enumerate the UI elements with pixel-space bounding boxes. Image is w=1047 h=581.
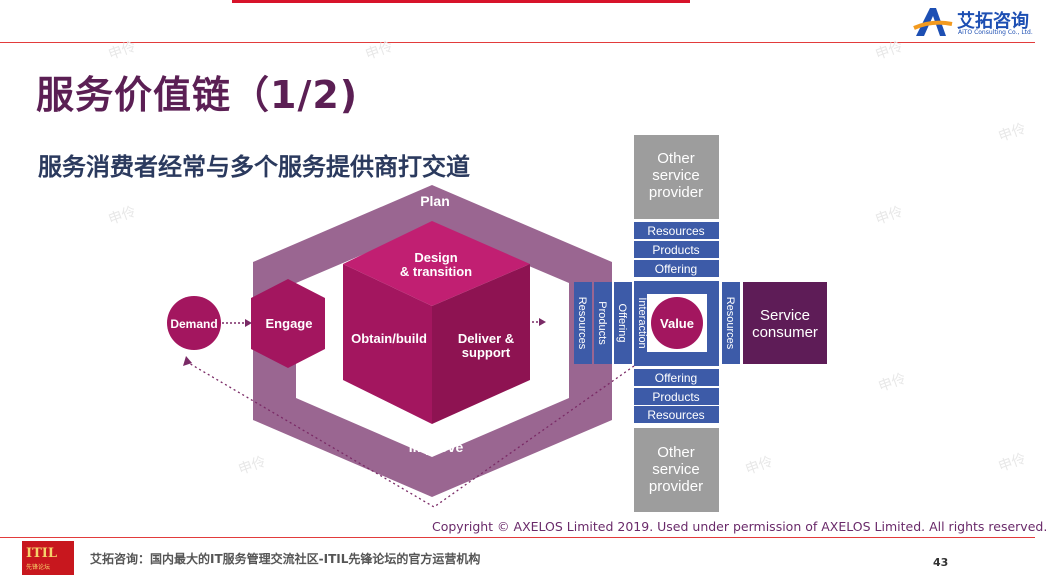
improve-label: Improve	[409, 439, 464, 455]
cube-top-face	[343, 221, 530, 306]
page-title: 服务价值链（1/2)	[36, 73, 359, 117]
obtain-label: Obtain/build	[351, 331, 427, 346]
bottom-stack-resources	[634, 406, 719, 423]
bottom-provider-box	[634, 428, 719, 512]
engage-hexagon	[251, 279, 325, 368]
plan-label: Plan	[420, 193, 450, 209]
left-bar-resources	[574, 282, 592, 364]
left-bar-offering-label: Offering	[616, 304, 628, 343]
top-stack-products	[634, 241, 719, 258]
top-stack-offering-label: Offering	[655, 262, 697, 276]
value-circle	[651, 297, 703, 349]
left-bar-offering	[614, 282, 632, 364]
itil-badge-icon	[22, 541, 74, 575]
deliver-label-2: support	[462, 345, 511, 360]
bottom-stack-offering	[634, 369, 719, 386]
top-provider-line-1: Other	[657, 150, 695, 167]
left-bar-resources-label: Resources	[576, 297, 588, 350]
right-bar-resources-label: Resources	[724, 297, 736, 350]
top-provider-line-3: provider	[649, 184, 703, 201]
page-subtitle: 服务消费者经常与多个服务提供商打交道	[38, 153, 470, 181]
bottom-provider-line-2: service	[652, 461, 700, 478]
top-provider-line-2: service	[652, 167, 700, 184]
copyright-notice: Copyright © AXELOS Limited 2019. Used un…	[432, 519, 1047, 534]
bottom-stack-offering-label: Offering	[655, 371, 697, 385]
right-bar-resources	[722, 282, 740, 364]
logo-name: 艾拓咨询	[957, 11, 1029, 32]
demand-circle	[167, 296, 221, 350]
left-bar-products-label: Products	[596, 301, 608, 345]
aito-logo-icon	[913, 8, 953, 36]
badge-text: ITIL	[26, 546, 57, 561]
bottom-provider-line-3: provider	[649, 478, 703, 495]
consumer-line-2: consumer	[752, 324, 818, 341]
top-accent-bar	[232, 0, 690, 3]
design-label-2: & transition	[400, 264, 472, 279]
footer-divider	[0, 537, 1035, 538]
top-provider-box	[634, 135, 719, 219]
footer-text: 艾拓咨询：国内最大的IT服务管理交流社区-ITIL先锋论坛的官方运营机构	[90, 552, 481, 566]
deliver-label-1: Deliver &	[458, 331, 514, 346]
interaction-label: Interaction	[636, 297, 648, 348]
cube-left-face	[343, 264, 432, 424]
badge-sub: 先锋论坛	[26, 564, 51, 571]
page-number: 43	[933, 556, 949, 569]
header-divider	[0, 42, 1035, 43]
logo-tagline: AiTO Consulting Co., Ltd.	[958, 29, 1033, 36]
top-stack-products-label: Products	[652, 243, 699, 257]
bottom-stack-products	[634, 388, 719, 405]
design-label-1: Design	[414, 250, 457, 265]
demand-label: Demand	[170, 317, 217, 331]
engage-label: Engage	[266, 316, 313, 331]
left-bar-products	[594, 282, 612, 364]
value-label: Value	[660, 316, 694, 331]
top-stack-resources	[634, 222, 719, 239]
service-consumer-box	[743, 282, 827, 364]
bottom-stack-resources-label: Resources	[647, 408, 704, 422]
feedback-loop-arrow	[186, 361, 635, 508]
bottom-stack-products-label: Products	[652, 390, 699, 404]
top-stack-offering	[634, 260, 719, 277]
consumer-line-1: Service	[760, 307, 810, 324]
bottom-provider-line-1: Other	[657, 444, 695, 461]
cube-right-face	[432, 264, 530, 424]
top-stack-resources-label: Resources	[647, 224, 704, 238]
